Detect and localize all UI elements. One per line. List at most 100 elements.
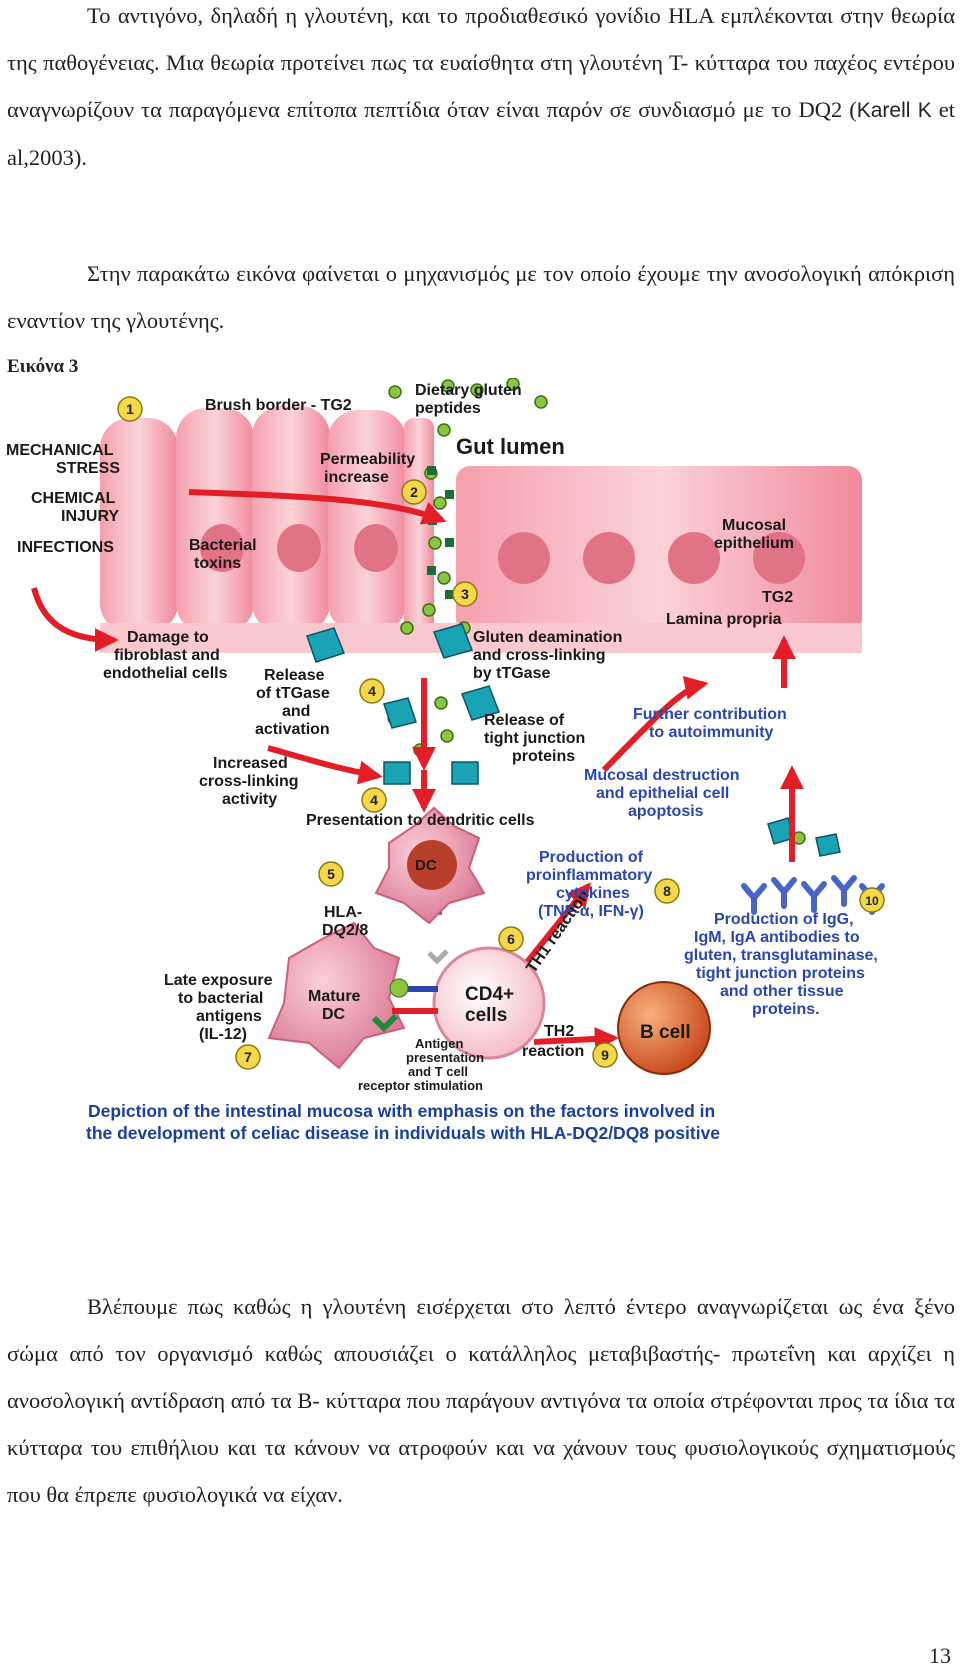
label-damage: endothelial cells	[103, 665, 228, 682]
label-further-contribution: Further contribution	[633, 706, 787, 723]
label-tg2: TG2	[762, 589, 793, 606]
label-late-exposure: (IL-12)	[199, 1026, 247, 1043]
label-mechanical-stress: MECHANICAL	[6, 442, 114, 459]
label-antigen-presentation: presentation	[406, 1050, 484, 1065]
label-damage: fibroblast and	[114, 647, 220, 664]
paragraph-pathogenesis: Το αντιγόνο, δηλαδή η γλουτένη, και το π…	[7, 0, 955, 181]
label-chemical-injury: INJURY	[61, 508, 119, 525]
label-late-exposure: Late exposure	[164, 972, 273, 989]
label-bacterial-toxins: toxins	[194, 555, 241, 572]
figure-label: Εικόνα 3	[7, 356, 79, 377]
label-proinflammatory: Production of	[539, 849, 644, 866]
label-lamina-propria: Lamina propria	[666, 611, 782, 628]
step-number: 3	[461, 586, 469, 602]
label-chemical-injury: CHEMICAL	[31, 490, 116, 507]
label-release-ttgase: of tTGase	[256, 685, 330, 702]
paragraph-figure-intro: Στην παρακάτω εικόνα φαίνεται ο μηχανισμ…	[7, 261, 955, 333]
label-mucosal-destruction: apoptosis	[628, 803, 704, 820]
step-markers: 1 2 3 4 4 5 6 7 8 9 10	[117, 396, 885, 1070]
label-increased-cross-linking: activity	[222, 791, 277, 808]
label-brush-border: Brush border - TG2	[205, 397, 352, 414]
label-bacterial-toxins: Bacterial	[189, 537, 257, 554]
label-cd4: CD4+	[465, 984, 514, 1005]
label-further-contribution: to autoimmunity	[649, 724, 774, 741]
label-antigen-presentation: Antigen	[415, 1036, 463, 1051]
label-increased-cross-linking: Increased	[213, 755, 288, 772]
citation-author: Karell K	[856, 99, 932, 122]
step-number: 4	[370, 792, 378, 808]
page-number: 13	[929, 1643, 951, 1668]
label-release-tight-junction: tight junction	[484, 730, 585, 747]
label-antigen-presentation: receptor stimulation	[358, 1078, 483, 1093]
pathway-arrows	[31, 489, 804, 1051]
cd4-cell	[432, 946, 546, 1060]
antigen-presentation-links	[371, 949, 449, 1033]
label-antibody-production: IgM, IgA antibodies to	[694, 929, 860, 946]
paragraph-conclusion: Βλέπουμε πως καθώς η γλουτένη εισέρχεται…	[7, 1294, 955, 1507]
label-dietary-gluten: peptides	[415, 400, 481, 417]
label-hla: HLA-	[324, 904, 362, 921]
label-cd4: cells	[465, 1005, 507, 1026]
label-release-ttgase: Release	[264, 667, 325, 684]
label-late-exposure: antigens	[196, 1008, 262, 1025]
label-infections: INFECTIONS	[17, 539, 114, 556]
label-mucosal-destruction: and epithelial cell	[596, 785, 729, 802]
label-release-tight-junction: proteins	[512, 748, 575, 765]
dendritic-cell	[374, 806, 486, 925]
b-cell	[617, 981, 711, 1075]
label-late-exposure: to bacterial	[178, 990, 263, 1007]
label-permeability: Permeability	[320, 451, 415, 468]
label-mucosal-epithelium: Mucosal	[722, 517, 786, 534]
label-mucosal-destruction: Mucosal destruction	[584, 767, 740, 784]
label-antibody-production: proteins.	[752, 1001, 820, 1018]
label-b-cell: B cell	[640, 1022, 691, 1043]
step-number: 5	[327, 866, 335, 882]
step-number: 1	[126, 401, 134, 417]
step-number: 6	[507, 931, 515, 947]
label-proinflammatory: cytokines	[556, 885, 630, 902]
label-increased-cross-linking: cross-linking	[199, 773, 299, 790]
label-mucosal-epithelium: epithelium	[714, 535, 794, 552]
step-number: 10	[865, 894, 879, 908]
label-hla: DQ2/8	[322, 922, 368, 939]
label-mature-dc: Mature	[308, 988, 361, 1005]
label-gut-lumen: Gut lumen	[456, 434, 565, 459]
label-antibody-production: tight junction proteins	[696, 965, 865, 982]
label-antibody-production: gluten, transglutaminase,	[684, 947, 878, 964]
figure-caption: Depiction of the intestinal mucosa with …	[88, 1101, 715, 1121]
ttgase-cubes	[306, 623, 841, 857]
label-dietary-gluten: Dietary gluten	[415, 382, 522, 399]
step-number: 4	[368, 683, 376, 699]
villi-right	[456, 466, 862, 633]
label-proinflammatory: (TNF-α, IFN-γ)	[538, 903, 644, 920]
label-antigen-presentation: and T cell	[408, 1064, 468, 1079]
label-mature-dc: DC	[322, 1006, 346, 1023]
label-release-ttgase: and	[282, 703, 310, 720]
step-number: 7	[244, 1049, 252, 1065]
label-mechanical-stress: STRESS	[56, 460, 120, 477]
label-gluten-deamination: and cross-linking	[473, 647, 605, 664]
lamina-propria-band	[100, 623, 862, 653]
label-release-ttgase: activation	[255, 721, 330, 738]
figure-caption: the development of celiac disease in ind…	[86, 1123, 720, 1143]
label-gluten-deamination: Gluten deamination	[473, 629, 622, 646]
celiac-mechanism-figure: 1 2 3 4 4 5 6 7 8 9 10 Brush border - TG…	[4, 378, 956, 1223]
label-dc: DC	[415, 857, 437, 874]
label-proinflammatory: proinflammatory	[526, 867, 652, 884]
label-damage: Damage to	[127, 629, 209, 646]
label-gluten-deamination: by tTGase	[473, 665, 550, 682]
label-reaction: reaction	[522, 1043, 584, 1060]
paragraph-text: et al,2003).	[7, 97, 955, 170]
villi-left	[100, 406, 434, 633]
step-number: 9	[601, 1047, 609, 1063]
label-antibody-production: Production of IgG,	[714, 911, 854, 928]
label-antibody-production: and other tissue	[720, 983, 844, 1000]
label-th2: TH2	[544, 1023, 574, 1040]
paragraph-text: Το αντιγόνο, δηλαδή η γλουτένη, και το π…	[7, 3, 955, 122]
step-number: 2	[410, 484, 418, 500]
label-permeability: increase	[324, 469, 389, 486]
mature-dendritic-cell	[267, 921, 406, 1070]
step-number: 8	[663, 883, 671, 899]
label-presentation: Presentation to dendritic cells	[306, 812, 535, 829]
label-release-tight-junction: Release of	[484, 712, 565, 729]
